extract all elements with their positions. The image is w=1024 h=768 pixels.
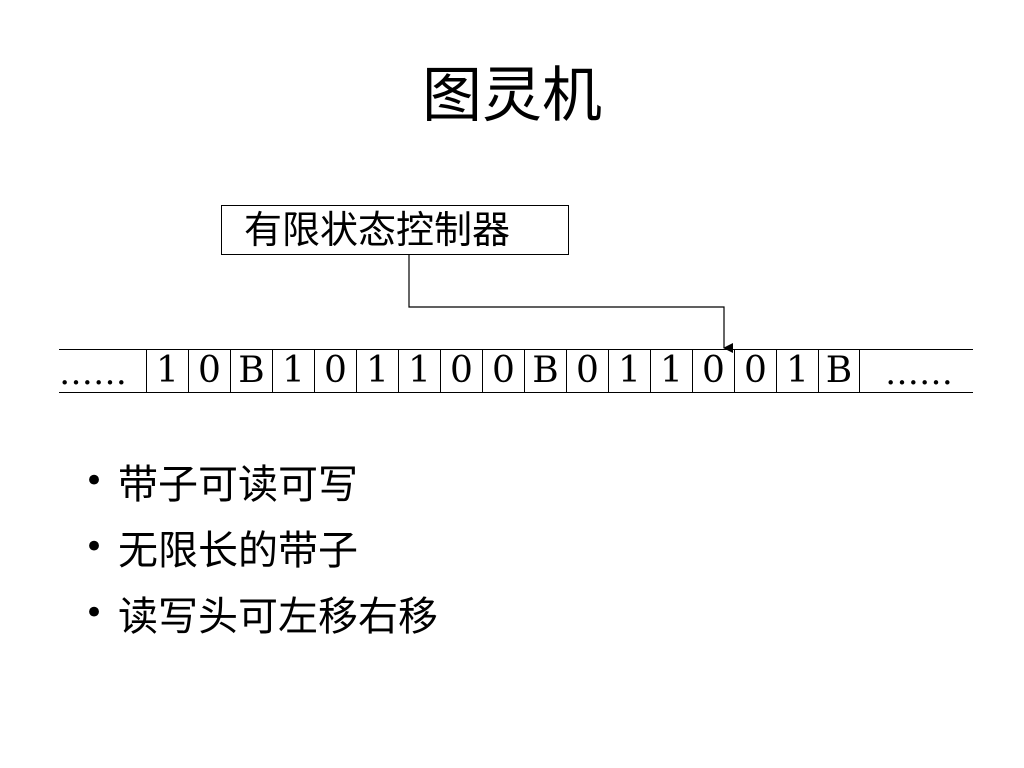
tape-right-ellipsis: ……	[885, 353, 953, 393]
tape-cell: 1	[398, 349, 440, 393]
tape-cell: 0	[692, 349, 734, 393]
tape-bottom-line	[59, 392, 973, 393]
tape-left-ellipsis: ……	[59, 353, 127, 393]
slide-title: 图灵机	[422, 61, 602, 131]
bullet-item: • 读写头可左移右移	[84, 580, 438, 646]
tape-cell: 1	[608, 349, 650, 393]
bullet-text: 读写头可左移右移	[118, 594, 438, 640]
connector-path	[408, 255, 733, 353]
controller-label: 有限状态控制器	[244, 208, 511, 252]
tape-cell: B	[524, 349, 566, 393]
tape-cell: B	[818, 349, 860, 393]
bullet-dot: •	[84, 593, 105, 633]
tape-cell: 0	[314, 349, 356, 393]
finite-state-controller-box: 有限状态控制器	[221, 205, 569, 255]
tape-cell: 0	[440, 349, 482, 393]
tape-cell: 1	[146, 349, 188, 393]
bullet-list: • 带子可读可写 • 无限长的带子 • 读写头可左移右移	[84, 448, 438, 646]
bullet-dot: •	[84, 461, 105, 501]
tape-cell-head: 1	[776, 349, 818, 393]
tape-cell: 1	[356, 349, 398, 393]
bullet-text: 无限长的带子	[118, 528, 358, 574]
tape-cell: 1	[272, 349, 314, 393]
tape-cell: 0	[482, 349, 524, 393]
tape-cell: 0	[566, 349, 608, 393]
tape-cell: 0	[188, 349, 230, 393]
bullet-item: • 无限长的带子	[84, 514, 438, 580]
tape-cell: 0	[734, 349, 776, 393]
tape-cell: B	[230, 349, 272, 393]
tape-cell: 1	[650, 349, 692, 393]
bullet-item: • 带子可读可写	[84, 448, 438, 514]
bullet-text: 带子可读可写	[118, 462, 358, 508]
tape-top-line	[59, 349, 973, 350]
bullet-dot: •	[84, 527, 105, 567]
